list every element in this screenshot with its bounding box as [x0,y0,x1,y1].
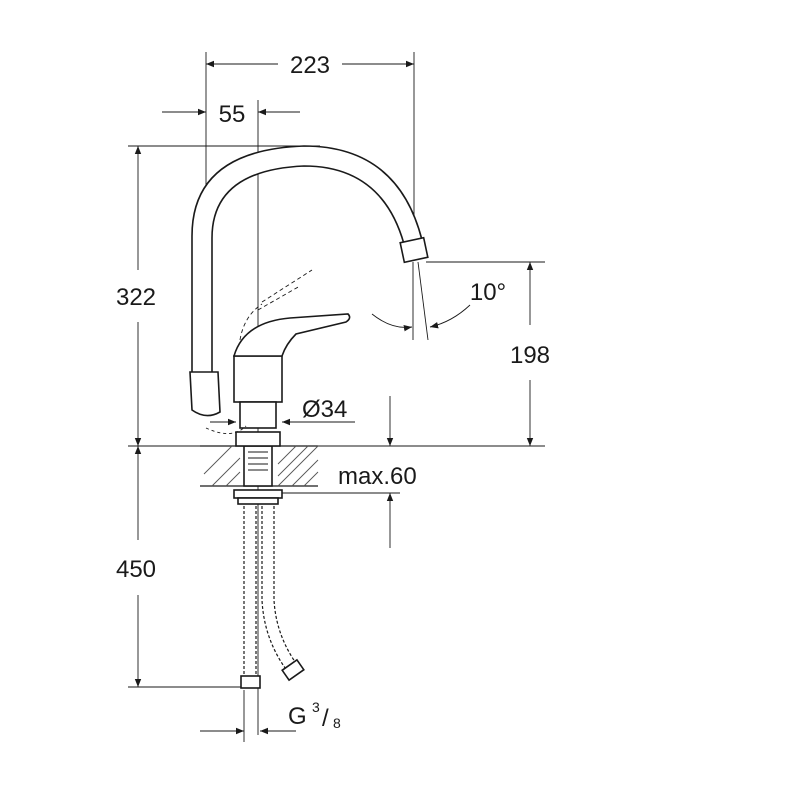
dimension-450: 450 [116,446,250,688]
dimension-max-60: max.60 [282,396,417,548]
label-223: 223 [290,52,330,79]
label-450: 450 [116,556,156,583]
dimension-198: 198 [426,261,550,446]
dimension-322: 322 [116,145,545,447]
dimension-thread: G 3 / 8 [200,690,341,742]
label-max-60: max.60 [338,463,417,490]
label-thread-prefix: G [288,703,307,730]
label-diameter-34: Ø34 [302,396,347,423]
label-322: 322 [116,284,156,311]
dimension-diameter-34: Ø34 [210,396,355,426]
label-198: 198 [510,342,550,369]
label-55: 55 [219,101,246,128]
label-thread-slash: / [322,705,329,732]
flexible-hoses [240,506,305,689]
dimension-55: 55 [162,100,300,735]
faucet-body [189,145,429,447]
dimension-10-degrees: 10° [371,261,506,341]
label-thread-numerator: 3 [312,699,320,715]
label-10-degrees: 10° [470,279,506,306]
label-thread-denominator: 8 [333,715,341,731]
mounting-stud [233,445,283,505]
